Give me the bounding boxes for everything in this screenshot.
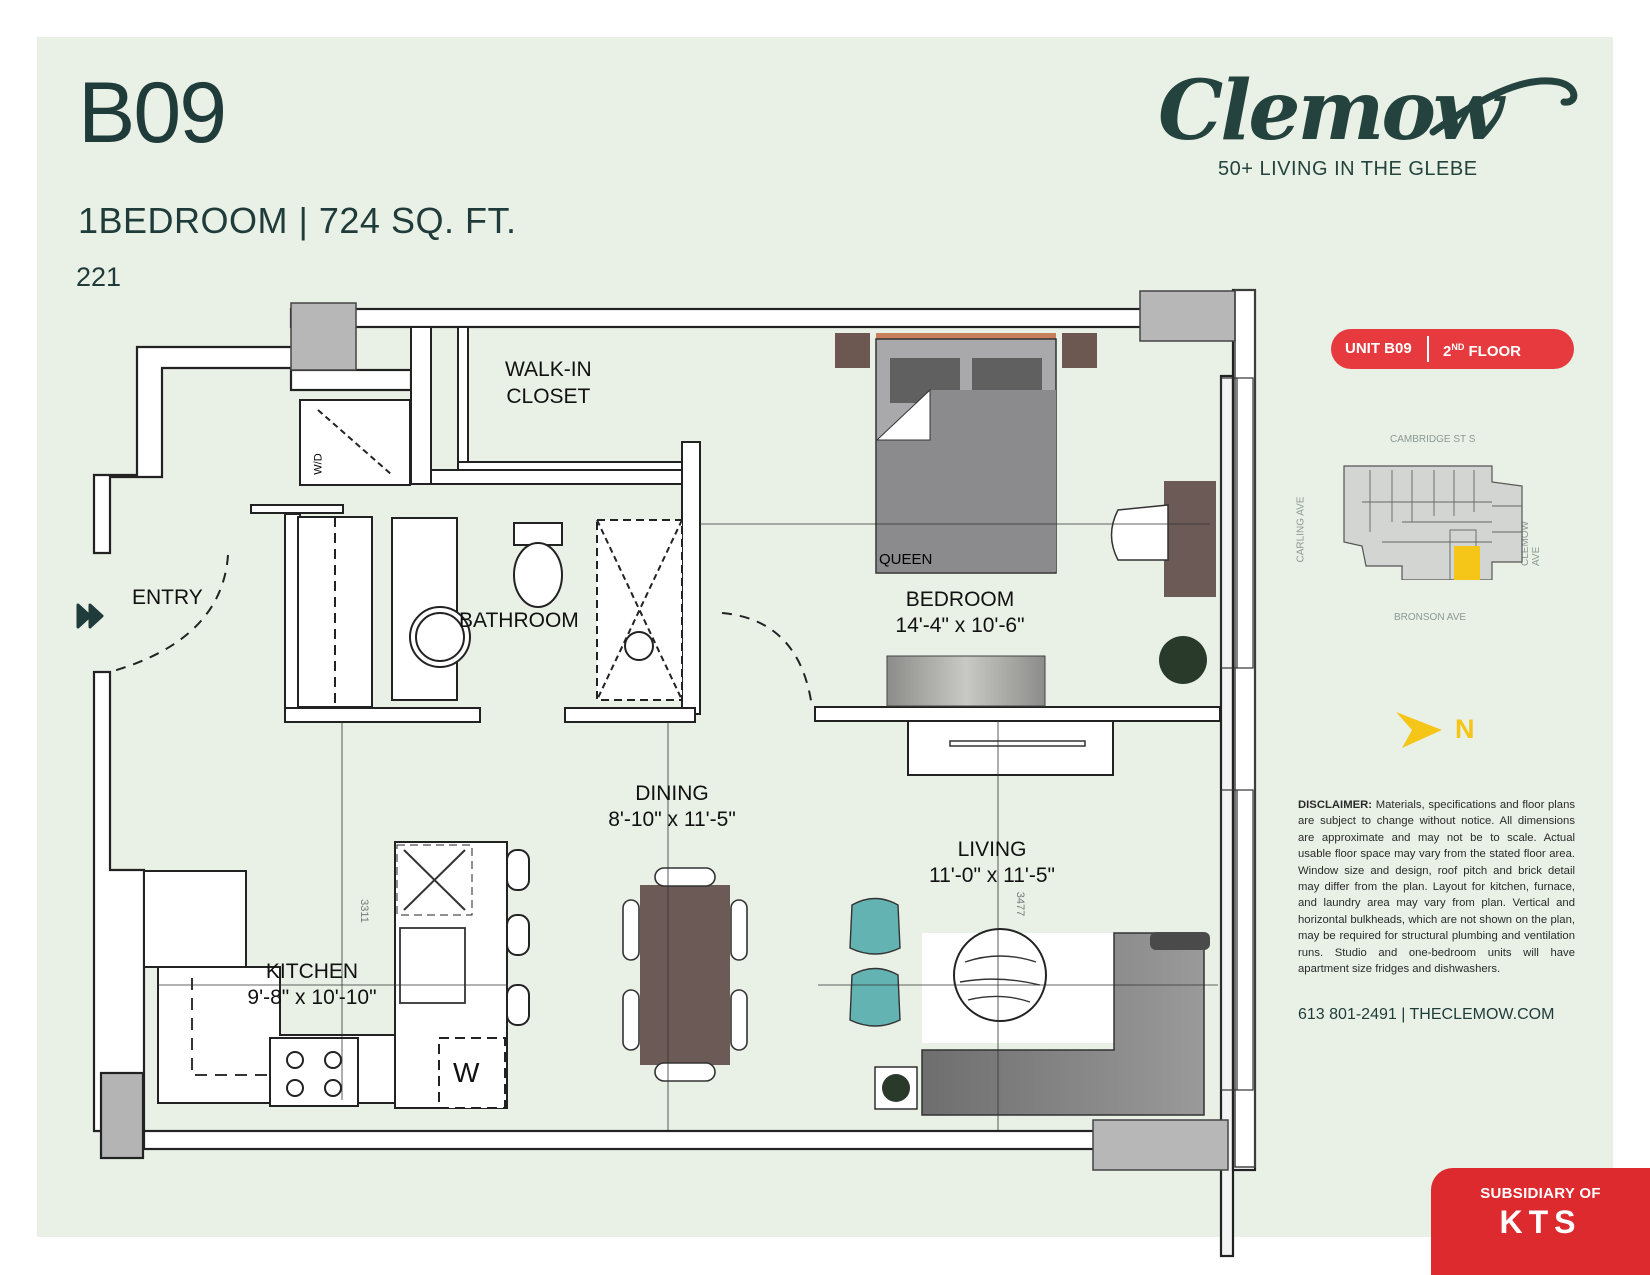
bedroom-dimensions: 14'-4" x 10'-6" <box>895 614 1025 637</box>
interior-walls <box>284 326 1221 776</box>
bathroom-fixtures <box>391 517 683 701</box>
dining-table <box>622 867 748 1082</box>
contact-info: 613 801-2491 | THECLEMOW.COM <box>1298 1006 1555 1023</box>
living-name: LIVING <box>957 838 1027 861</box>
living-furniture <box>849 897 1210 1116</box>
bathroom-label: BATHROOM <box>459 609 579 632</box>
dimension-lines <box>158 523 1218 1130</box>
unit-highlight <box>1454 546 1480 580</box>
bed-size-label: QUEEN <box>879 551 933 568</box>
hall-closet <box>250 504 373 708</box>
entry-arrow-icon <box>76 603 104 629</box>
dining-dimensions: 8'-10" x 11'-5" <box>608 808 736 831</box>
kitchen-dimension-note: 3311 <box>357 899 370 923</box>
building-footprint-icon <box>1343 465 1523 580</box>
brand-tagline: 50+ LIVING IN THE GLEBE <box>1218 158 1478 180</box>
washer-dryer <box>299 399 411 486</box>
exterior-walls <box>92 288 1257 1258</box>
disclaimer: DISCLAIMER: Materials, specifications an… <box>1298 797 1575 977</box>
entry-label: ENTRY <box>132 586 203 609</box>
unit-subtitle: 1BEDROOM | 724 SQ. FT. <box>78 200 517 241</box>
kitchen <box>143 841 530 1109</box>
windows <box>1220 377 1254 1091</box>
living-dimensions: 11'-0" x 11'-5" <box>928 864 1056 887</box>
street-bottom: BRONSON AVE <box>1394 612 1467 623</box>
living-shelf <box>949 740 1086 747</box>
street-top: CAMBRIDGE ST S <box>1390 434 1476 445</box>
columns <box>290 289 1256 1171</box>
kts-badge: SUBSIDIARY OF KTS <box>1431 1168 1650 1275</box>
disclaimer-label: DISCLAIMER: <box>1298 799 1373 811</box>
kts-subsidiary-label: SUBSIDIARY OF <box>1480 1185 1601 1202</box>
disclaimer-text: Materials, specifications and floor plan… <box>1298 799 1576 976</box>
living-dimension-note: 3477 <box>1014 891 1027 917</box>
kts-logo: KTS <box>1499 1204 1582 1240</box>
badge-unit: UNIT B09 <box>1331 336 1429 362</box>
clemow-logo: Clemow <box>1158 63 1504 159</box>
unit-floor-badge: UNIT B09 2ND FLOOR <box>1331 329 1574 369</box>
unit-number: 221 <box>76 262 122 292</box>
bedroom-furniture <box>886 481 1216 707</box>
bedroom-name: BEDROOM <box>905 588 1015 611</box>
unit-code: B09 <box>78 65 227 161</box>
walkin-closet-label: WALK-IN CLOSET <box>505 358 592 408</box>
logo-swash-icon <box>1429 77 1578 136</box>
kitchen-dimensions: 9'-8" x 10'-10" <box>247 986 377 1009</box>
north-arrow-icon <box>1396 712 1442 748</box>
wd-label: W/D <box>312 453 325 475</box>
bed <box>835 333 1097 574</box>
washer-label: W <box>453 1057 480 1088</box>
bedroom-door-swing <box>721 612 813 708</box>
north-label: N <box>1455 714 1475 744</box>
key-site-plan: CAMBRIDGE ST S BRONSON AVE CARLING AVE C… <box>1295 428 1562 628</box>
badge-floor: 2ND FLOOR <box>1443 341 1522 360</box>
entry-door <box>76 554 229 673</box>
kitchen-name: KITCHEN <box>265 960 359 983</box>
dining-name: DINING <box>635 782 709 805</box>
